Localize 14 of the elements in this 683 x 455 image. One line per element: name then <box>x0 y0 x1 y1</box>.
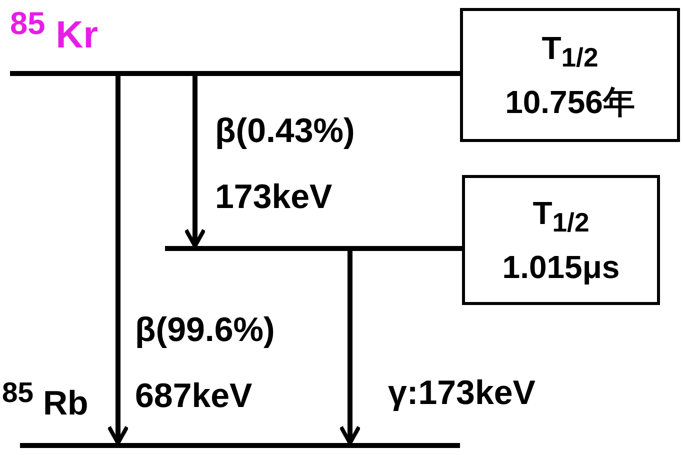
half-life-symbol: T$_{1/2}$ <box>542 29 598 75</box>
nuclide-label: $^{85}$ Rb <box>2 377 88 424</box>
nuclide-label: $^{85}$ Kr <box>10 5 98 58</box>
half-life-box <box>462 175 660 305</box>
edge-label: γ:173keV <box>388 373 536 414</box>
half-life-value: 1.015μs <box>502 248 620 287</box>
half-life-box <box>460 8 680 142</box>
half-life-symbol: T$_{1/2}$ <box>532 194 590 240</box>
edge-label: β(99.6%) 687keV <box>135 310 276 417</box>
arrow <box>107 76 129 445</box>
half-life-value: 10.756年 <box>505 82 635 122</box>
arrow <box>184 76 206 248</box>
edge-label: β(0.43%) 173keV <box>215 111 356 218</box>
arrow <box>339 251 361 445</box>
